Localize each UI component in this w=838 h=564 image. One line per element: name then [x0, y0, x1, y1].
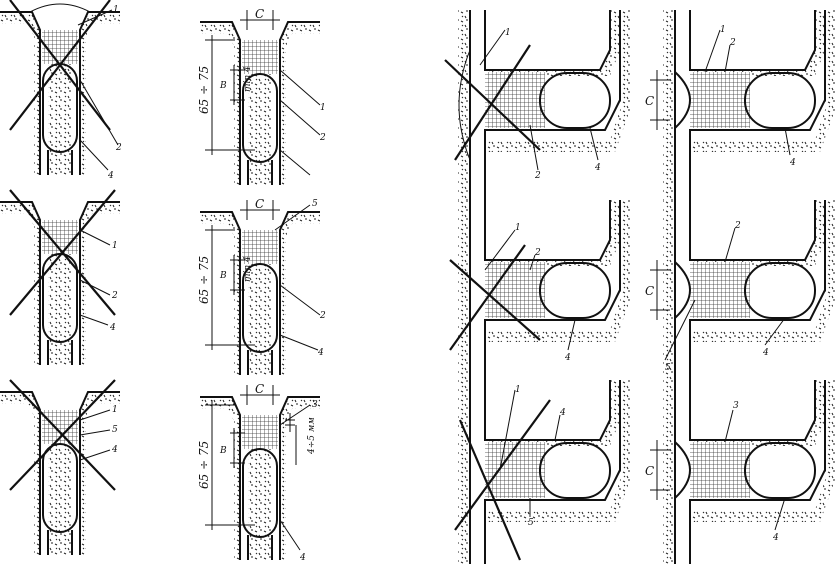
dimension-c: C — [645, 464, 654, 478]
label-2: 2 — [729, 38, 736, 48]
label-2: 2 — [319, 133, 326, 143]
label-1: 1 — [112, 241, 118, 251]
panel-horizontal-correct-1: C 1 2 4 — [645, 9, 836, 211]
panel-horizontal-wrong-2: 1 2 4 — [449, 199, 631, 401]
panel-vertical-wrong-3: 1 5 4 — [0, 379, 121, 556]
label-5: 5 — [665, 363, 671, 373]
dimension-b: B — [219, 81, 227, 91]
label-4: 4 — [299, 553, 306, 563]
label-5: 5 — [112, 425, 118, 435]
label-2: 2 — [115, 143, 122, 153]
label-4: 4 — [109, 323, 116, 333]
dimension-b: B — [219, 271, 227, 281]
label-2: 2 — [734, 221, 741, 231]
label-2: 2 — [111, 291, 118, 301]
label-2: 2 — [534, 171, 541, 181]
dimension-b: B — [219, 446, 227, 456]
panel-vertical-correct-3: C 65 ÷ 75 B 4÷5 мм 3 4 — [197, 382, 321, 563]
panel-vertical-correct-1: C 65 ÷ 75 B min 4 1 2 — [197, 7, 326, 186]
label-4: 4 — [107, 171, 114, 181]
min-depth-note: min 4 — [243, 66, 253, 92]
label-3: 3 — [733, 401, 739, 411]
label-4: 4 — [111, 445, 118, 455]
dimension-depth: 65 ÷ 75 — [197, 66, 211, 114]
dimension-c: C — [255, 7, 264, 21]
label-4: 4 — [772, 533, 779, 543]
dimension-c: C — [255, 197, 264, 211]
gap-note: 4÷5 мм — [307, 417, 317, 455]
label-1: 1 — [112, 405, 118, 415]
label-1: 1 — [720, 25, 726, 35]
panel-horizontal-wrong-1: 1 2 4 — [444, 9, 631, 211]
panel-vertical-correct-2: C 65 ÷ 75 B min 4 5 2 4 — [197, 197, 326, 376]
label-1: 1 — [505, 28, 511, 38]
label-2: 2 — [319, 311, 326, 321]
label-4: 4 — [594, 163, 601, 173]
panel-vertical-wrong-2: 1 2 4 — [0, 189, 121, 366]
panel-vertical-wrong-1: 1 2 4 — [0, 0, 122, 181]
dimension-c: C — [255, 382, 264, 396]
label-1: 1 — [515, 223, 521, 233]
label-2: 2 — [534, 248, 541, 258]
label-4: 4 — [317, 348, 324, 358]
label-1: 1 — [113, 5, 119, 15]
label-4: 4 — [762, 348, 769, 358]
label-4: 4 — [789, 158, 796, 168]
panel-horizontal-wrong-3: 1 4 5 — [454, 379, 631, 564]
label-5: 5 — [528, 518, 534, 528]
dimension-depth: 65 ÷ 75 — [197, 256, 211, 304]
label-1: 1 — [320, 103, 326, 113]
label-4: 4 — [559, 408, 566, 418]
dimension-c: C — [645, 284, 654, 298]
dimension-depth: 65 ÷ 75 — [197, 441, 211, 489]
label-1: 1 — [515, 385, 521, 395]
dimension-c: C — [645, 94, 654, 108]
panel-horizontal-correct-3: C 3 4 — [645, 379, 836, 564]
panel-horizontal-correct-2: C 5 2 4 — [645, 199, 836, 401]
min-depth-note: min 4 — [243, 256, 253, 282]
label-4: 4 — [564, 353, 571, 363]
label-3: 3 — [312, 400, 318, 410]
label-5: 5 — [312, 199, 318, 209]
